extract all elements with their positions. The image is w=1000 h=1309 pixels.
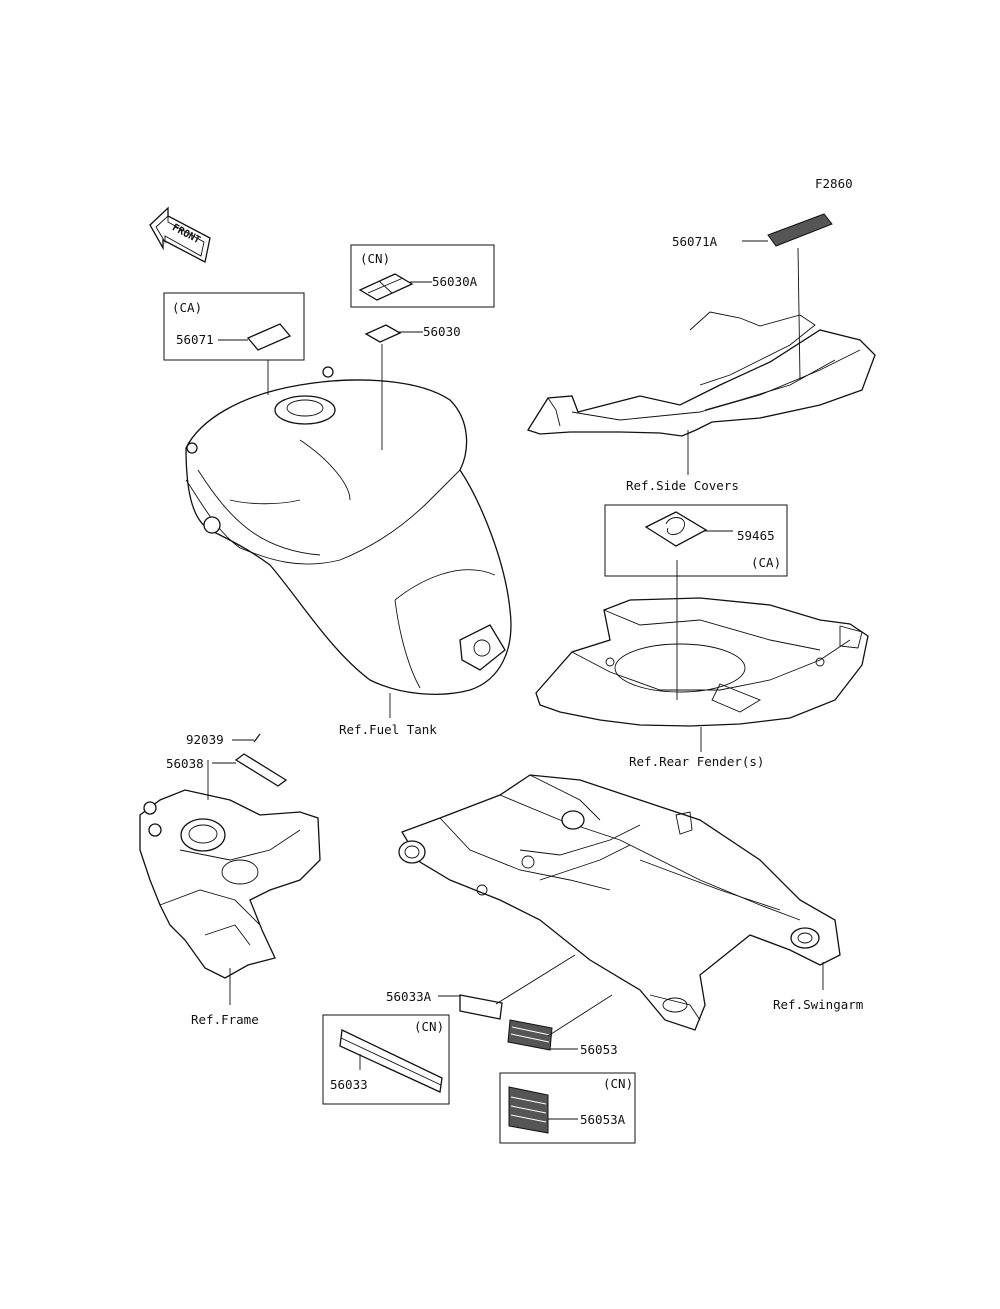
part-56033A: 56033A [386,989,432,1004]
ref-frame: Ref.Frame [191,1012,259,1027]
rear-fender-drawing: Ref.Rear Fender(s) [535,597,869,769]
side-covers-drawing: 56071A Ref.Side Covers [527,213,876,493]
region-tag-cn-56033: (CN) [414,1019,444,1034]
callout-box-56071: (CA) 56071 [163,292,305,395]
region-tag-cn-fuel: (CN) [360,251,390,266]
callout-box-56030A: (CN) 56030A 56030 [350,244,495,450]
ref-side-covers: Ref.Side Covers [626,478,739,493]
part-92039: 92039 [186,732,224,747]
part-56038: 56038 [166,756,204,771]
part-56071: 56071 [176,332,214,347]
part-56071A: 56071A [672,234,718,249]
part-56053A: 56053A [580,1112,626,1127]
callout-box-59465: 59465 (CA) [604,504,788,700]
callout-56053: 56053 [507,994,618,1057]
region-tag-cn-56053A: (CN) [603,1076,633,1091]
ref-rear-fender: Ref.Rear Fender(s) [629,754,764,769]
callout-box-56033: (CN) 56033 [322,1014,450,1105]
ref-swingarm: Ref.Swingarm [773,997,863,1012]
figure-code: F2860 [815,176,853,191]
callout-box-56053A: (CN) 56053A [499,1072,636,1144]
region-tag-ca-fender: (CA) [751,555,781,570]
fuel-tank-drawing: Ref.Fuel Tank [185,366,512,737]
callout-92039-56038: 92039 56038 [166,732,288,800]
front-arrow-icon: FRONT [149,206,211,263]
region-tag-ca-fuel: (CA) [172,300,202,315]
part-56033: 56033 [330,1077,368,1092]
part-56053: 56053 [580,1042,618,1057]
frame-drawing: Ref.Frame [139,789,321,1027]
part-59465: 59465 [737,528,775,543]
swingarm-drawing: Ref.Swingarm [398,774,863,1031]
callout-56033A: 56033A [386,954,576,1020]
part-56030: 56030 [423,324,461,339]
part-56030A: 56030A [432,274,478,289]
ref-fuel-tank: Ref.Fuel Tank [339,722,437,737]
